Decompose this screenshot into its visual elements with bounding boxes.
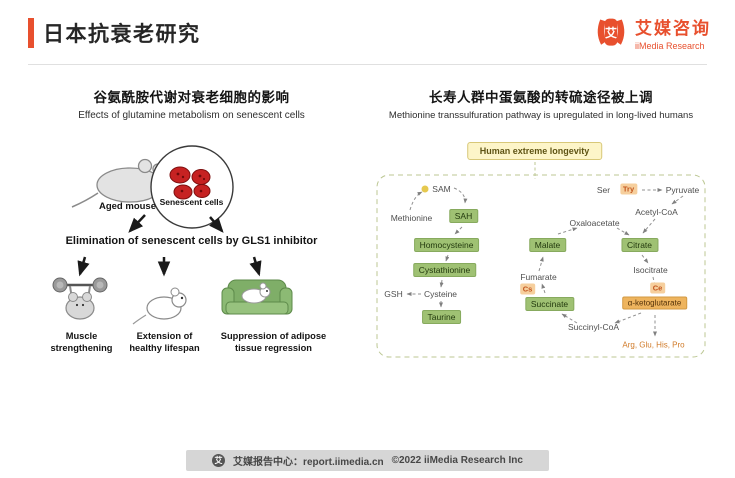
pathway-node-gsh: GSH [384, 289, 403, 299]
right-panel: 长寿人群中蛋氨酸的转硫途径被上调 Methionine transsulfura… [366, 86, 716, 365]
pathway-node-taurine: Taurine [421, 310, 462, 324]
pathway-node-cysteine: Cysteine [423, 289, 458, 299]
footer-logo-icon: 艾 [212, 454, 226, 467]
pathway-node-sah: SAH [448, 209, 479, 223]
pathway-node-citrate: Citrate [620, 238, 659, 252]
outcome-line: strengthening [50, 343, 113, 354]
outcome-healthy-lifespan: Extension of healthy lifespan [122, 330, 208, 354]
left-panel: 谷氨酰胺代谢对衰老细胞的影响 Effects of glutamine meta… [24, 86, 359, 369]
pathway-node-pyruvate: Pyruvate [665, 185, 700, 195]
right-panel-title-cn: 长寿人群中蛋氨酸的转硫途径被上调 [429, 90, 653, 105]
right-panel-title-en: Methionine transsulfuration pathway is u… [388, 110, 694, 121]
pathway-node-methionine: Methionine [390, 213, 433, 223]
iimedia-logo-icon: 艾 [593, 16, 629, 50]
page-title: 日本抗衰老研究 [43, 23, 201, 46]
pathway-node-cs: Cs [519, 283, 536, 295]
title-accent-bar [28, 18, 34, 48]
aged-mouse-label: Aged mouse [98, 201, 156, 212]
footer-copyright: ©2022 iiMedia Research Inc [391, 455, 523, 466]
pathway-node-malate: Malate [528, 238, 567, 252]
outcome-line: healthy lifespan [129, 343, 200, 354]
pathway-node-isocitrate: Isocitrate [633, 265, 668, 275]
pathway-node-fumarate: Fumarate [520, 272, 557, 282]
left-panel-title-en: Effects of glutamine metabolism on senes… [78, 110, 305, 121]
pathway-node-ce: Ce [649, 282, 666, 294]
outcome-adipose-regression: Suppression of adipose tissue regression [210, 330, 338, 354]
pathway-node-oxaloacetate: Oxaloacetate [569, 218, 620, 228]
outcome-line: Suppression of adipose [220, 331, 327, 341]
footer: 艾 艾媒报告中心：report.iimedia.cn ©2022 iiMedia… [0, 450, 735, 471]
pathway-node-ser: Ser [596, 185, 611, 195]
logo-text: 艾媒咨询 iiMedia Research [635, 14, 711, 51]
pathway-node-sam: SAM [432, 184, 451, 194]
title-block: 日本抗衰老研究 [28, 18, 201, 48]
pathway-banner: Human extreme longevity [466, 142, 603, 160]
logo-glyph: 艾 [604, 26, 617, 40]
iimedia-logo: 艾 艾媒咨询 iiMedia Research [593, 14, 711, 51]
pathway-node-acetyl-coa: Acetyl-CoA [635, 207, 678, 217]
outcome-muscle-strengthening: Muscle strengthening [42, 330, 122, 354]
header: 日本抗衰老研究 艾 艾媒咨询 iiMedia Research [28, 12, 711, 62]
logo-name-en: iiMedia Research [635, 41, 705, 51]
outcome-line: tissue regression [235, 343, 312, 354]
header-divider [28, 64, 707, 65]
pathway-node-try: Try [619, 183, 638, 195]
logo-name-cn: 艾媒咨询 [635, 19, 711, 38]
pathway-node-succinate: Succinate [524, 297, 575, 311]
outcome-line: Extension of [136, 331, 193, 341]
glutamine-diagram: Aged mouse Senescent cells Elimination o… [42, 133, 342, 369]
pathway-node-alpha-ketoglutarate: α-ketoglutarate [621, 296, 688, 310]
left-panel-title-cn: 谷氨酰胺代谢对衰老细胞的影响 [93, 90, 290, 105]
pathway-arrows-graphic [376, 162, 705, 358]
pathway-node-succinyl-coa: Succinyl-CoA [567, 322, 620, 332]
elimination-text: Elimination of senescent cells by GLS1 i… [65, 235, 318, 247]
pathway-node-amino-acids: Arg, Glu, His, Pro [622, 340, 685, 350]
footer-bar: 艾 艾媒报告中心：report.iimedia.cn ©2022 iiMedia… [186, 450, 549, 471]
main-content: 谷氨酰胺代谢对衰老细胞的影响 Effects of glutamine meta… [0, 86, 735, 426]
footer-report-center: 艾媒报告中心：report.iimedia.cn [233, 457, 384, 468]
logo-wings-shape [597, 18, 625, 46]
pathway-node-homocysteine: Homocysteine [413, 238, 480, 252]
pathway-node-cystathionine: Cystathionine [412, 263, 477, 277]
methionine-pathway-diagram: Human extreme longevity SAM Ser Try Pyru… [374, 137, 709, 365]
glutamine-diagram-graphic [52, 145, 292, 325]
outcome-line: Muscle [65, 331, 98, 341]
senescent-cells-label: Senescent cells [159, 197, 224, 207]
